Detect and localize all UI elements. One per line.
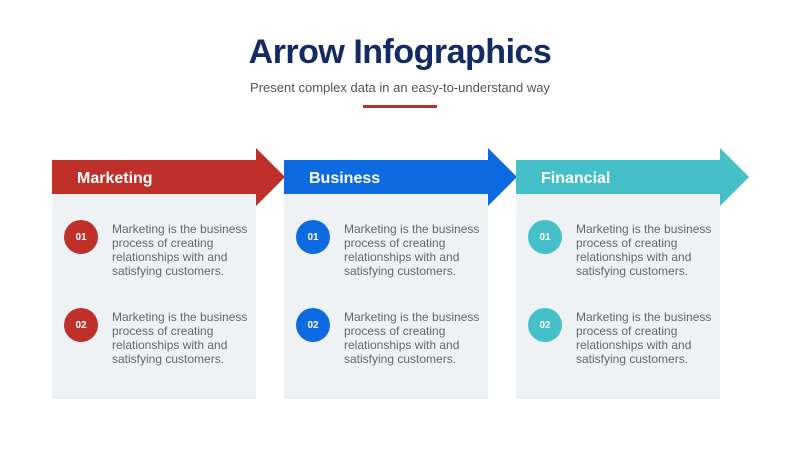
number-badge: 02 (296, 308, 330, 342)
item-text: Marketing is the business process of cre… (344, 222, 480, 278)
item-text: Marketing is the business process of cre… (112, 222, 248, 278)
column-label: Financial (541, 170, 611, 187)
arrow-header-financial (516, 148, 749, 206)
column-label: Business (309, 170, 381, 187)
page-subtitle: Present complex data in an easy-to-under… (250, 80, 550, 95)
number-badge: 01 (528, 220, 562, 254)
item-text: Marketing is the business process of cre… (344, 310, 480, 366)
item-text: Marketing is the business process of cre… (112, 310, 248, 366)
title-underline (363, 105, 437, 108)
column-marketing: Marketing 01 Marketing is the business p… (52, 148, 285, 400)
arrow-shape (52, 148, 285, 206)
arrow-header-marketing (52, 148, 285, 206)
number-badge: 01 (64, 220, 98, 254)
page-title: Arrow Infographics (248, 33, 552, 71)
arrow-header-business (284, 148, 517, 206)
column-business: Business 01 Marketing is the business pr… (284, 148, 517, 400)
item-text: Marketing is the business process of cre… (576, 222, 712, 278)
arrow-shape (516, 148, 749, 206)
number-badge: 02 (64, 308, 98, 342)
number-badge: 01 (296, 220, 330, 254)
number-badge: 02 (528, 308, 562, 342)
arrow-shape (284, 148, 517, 206)
item-text: Marketing is the business process of cre… (576, 310, 712, 366)
column-financial: Financial 01 Marketing is the business p… (516, 148, 749, 400)
column-label: Marketing (77, 170, 153, 187)
